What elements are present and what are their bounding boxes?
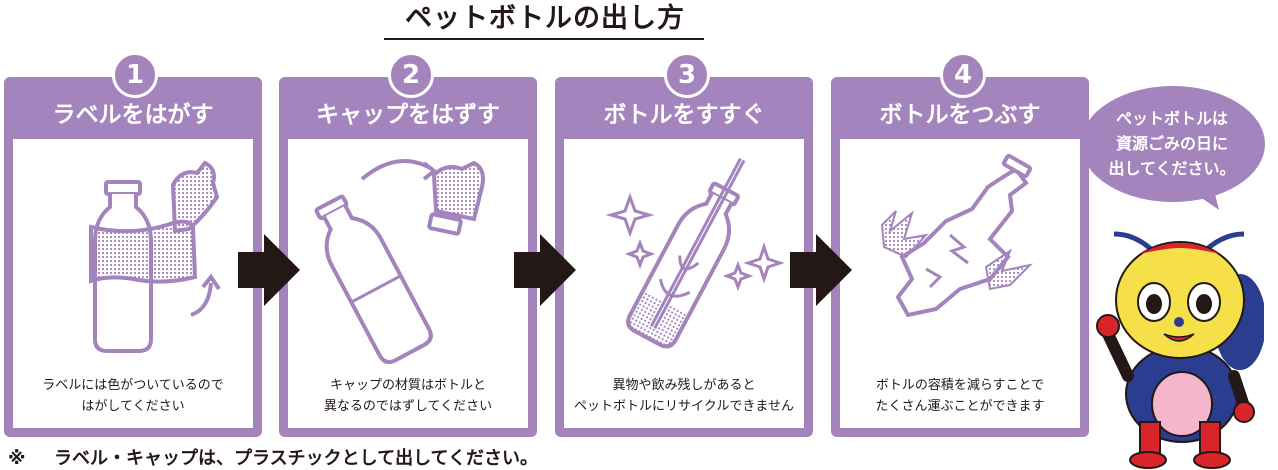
step-1-panel: ラベルをはがす ラベルには色がついているので はがしてください [4,77,262,437]
step-2-caption: キャップの材質はボトルと 異なるのではずしてください [292,375,524,417]
step-2-body: キャップの材質はボトルと 異なるのではずしてください [288,139,528,428]
arrow-right-icon [238,234,300,306]
step-1-caption-line: ラベルには色がついているので [42,378,224,393]
step-2-panel: キャップをはずす キャップの材質はボトルと 異なるのではずしてください [279,77,537,437]
speech-bubble-line: ペットボトルは [1115,109,1228,128]
step-4-number-badge: 4 [940,52,986,98]
step-3-body: 異物や飲み残しがあると ペットボトルにリサイクルできません [564,139,804,428]
bottle-rinse-icon [605,157,785,349]
step-4-caption-line: たくさん運ぶことができます [875,399,1045,414]
step-1-caption: ラベルには色がついているので はがしてください [17,375,249,417]
bottle-crush-icon [880,153,1034,318]
step-3-caption-line: 異物や飲み残しがあると [612,378,756,393]
step-3-caption: 異物や飲み残しがあると ペットボトルにリサイクルできません [568,375,800,417]
footnote-text: ラベル・キャップは、プラスチックとして出してください。 [54,448,539,469]
arrow-right-icon [790,234,852,306]
step-1-caption-line: はがしてください [81,399,185,414]
step-1-number-badge: 1 [112,52,158,98]
page-title: ペットボトルの出し方 [405,3,685,34]
footnote: ※ ラベル・キャップは、プラスチックとして出してください。 [8,448,538,470]
step-3-heading: ボトルをすすぐ [603,102,765,128]
step-1-heading: ラベルをはがす [52,102,214,128]
step-4-caption: ボトルの容積を減らすことで たくさん運ぶことができます [844,375,1076,417]
footnote-mark: ※ [8,448,26,469]
step-3-caption-line: ペットボトルにリサイクルできません [574,399,794,414]
step-4-heading: ボトルをつぶす [879,102,1041,128]
step-2-heading: キャップをはずす [316,102,500,128]
step-1-body: ラベルには色がついているので はがしてください [13,139,253,428]
step-3-panel: ボトルをすすぐ 異物や飲み残しがあると ペットボトルにリサイクルできません [555,77,813,437]
step-2-caption-line: キャップの材質はボトルと [329,378,486,393]
arrow-right-icon [514,234,576,306]
step-4-caption-line: ボトルの容積を減らすことで [875,378,1045,393]
step-3-number-badge: 3 [664,52,710,98]
step-4-body: ボトルの容積を減らすことで たくさん運ぶことができます [840,139,1080,428]
bottle-label-peel-icon [89,160,221,353]
bee-mascot-icon [1096,231,1264,469]
step-2-number-badge: 2 [388,52,434,98]
bottle-cap-remove-icon [314,159,485,365]
title-underline [384,38,704,40]
speech-bubble-line: 資源ごみの日に [1115,134,1228,153]
step-4-panel: ボトルをつぶす ボトルの容積を減らすことで たくさん運ぶことができます [831,77,1089,437]
speech-bubble-icon [1081,86,1265,210]
speech-bubble-line: 出してください。 [1108,159,1236,178]
speech-bubble-text: ペットボトルは 資源ごみの日に 出してください。 [1092,106,1252,181]
step-2-caption-line: 異なるのではずしてください [323,399,493,414]
